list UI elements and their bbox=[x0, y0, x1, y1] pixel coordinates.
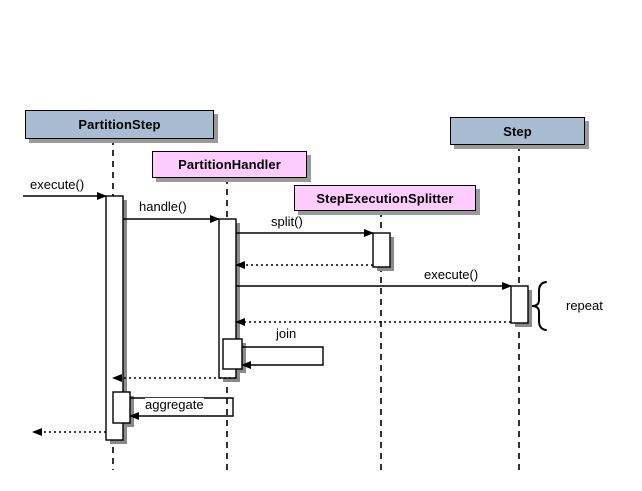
repeat-annotation-label: repeat bbox=[566, 298, 603, 313]
self-message-label-join: join bbox=[276, 326, 297, 341]
annotations-group bbox=[531, 281, 547, 331]
message-label-execute-entry: execute() bbox=[30, 177, 85, 192]
participant-step-execution-splitter[interactable]: StepExecutionSplitter bbox=[294, 185, 476, 211]
self-message-label-aggregate: aggregate bbox=[145, 397, 204, 412]
participant-partition-step[interactable]: PartitionStep bbox=[25, 110, 214, 139]
message-label-split: split() bbox=[271, 214, 303, 229]
participant-label: PartitionStep bbox=[78, 117, 161, 132]
messages-group bbox=[23, 192, 512, 436]
participant-label: StepExecutionSplitter bbox=[316, 190, 454, 206]
participant-label: Step bbox=[503, 123, 532, 139]
message-label-execute-step: execute() bbox=[424, 267, 479, 282]
participant-step[interactable]: Step bbox=[450, 117, 585, 145]
participant-label: PartitionHandler bbox=[178, 157, 281, 172]
message-label-handle: handle() bbox=[139, 199, 187, 214]
participant-partition-handler[interactable]: PartitionHandler bbox=[152, 151, 307, 178]
